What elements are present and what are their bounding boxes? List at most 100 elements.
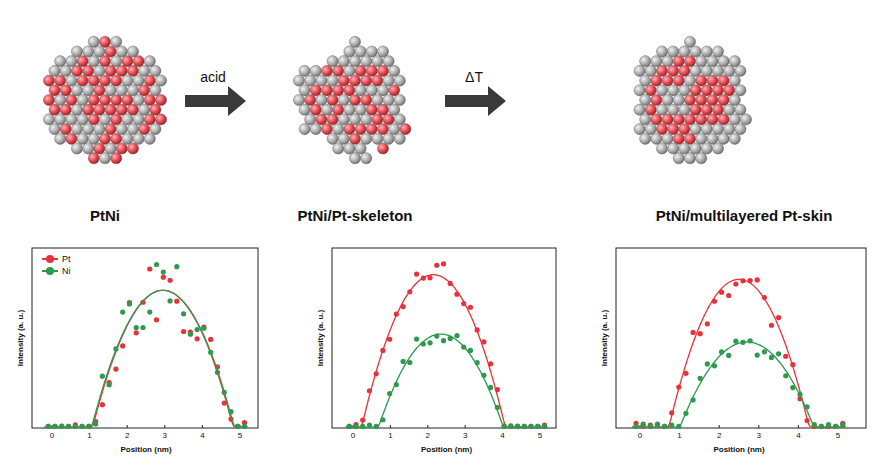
data-point bbox=[387, 391, 392, 396]
tick bbox=[798, 425, 799, 428]
atom bbox=[729, 114, 740, 125]
tick bbox=[427, 425, 428, 428]
atom bbox=[372, 56, 383, 67]
data-point bbox=[46, 424, 51, 429]
data-point bbox=[394, 382, 399, 387]
atom bbox=[712, 65, 723, 76]
atom bbox=[724, 104, 735, 115]
data-point bbox=[805, 418, 810, 423]
tick-label: 1 bbox=[677, 432, 681, 441]
data-point bbox=[208, 337, 213, 342]
atom bbox=[99, 133, 110, 144]
plot-frame bbox=[32, 248, 258, 428]
data-point bbox=[46, 424, 51, 429]
atom bbox=[696, 114, 707, 125]
atom bbox=[349, 133, 360, 144]
atom bbox=[673, 56, 684, 67]
data-point bbox=[161, 270, 166, 275]
atom bbox=[139, 85, 150, 96]
data-point bbox=[705, 361, 710, 366]
data-point bbox=[468, 305, 473, 310]
data-point bbox=[59, 424, 64, 429]
atom bbox=[127, 143, 138, 154]
atom bbox=[127, 65, 138, 76]
atom bbox=[383, 133, 394, 144]
tick bbox=[465, 425, 466, 428]
data-point bbox=[683, 371, 688, 376]
atom bbox=[99, 56, 110, 67]
atom bbox=[344, 85, 355, 96]
plot-frame bbox=[332, 248, 556, 428]
atom bbox=[327, 114, 338, 125]
atom bbox=[668, 46, 679, 57]
atom bbox=[634, 123, 645, 134]
atom bbox=[88, 114, 99, 125]
data-point bbox=[215, 370, 220, 375]
atom bbox=[372, 75, 383, 86]
data-point bbox=[380, 417, 385, 422]
atom bbox=[49, 65, 60, 76]
atom bbox=[139, 104, 150, 115]
data-point bbox=[712, 299, 717, 304]
data-point bbox=[360, 417, 365, 422]
fit-curve bbox=[346, 334, 548, 427]
data-point bbox=[127, 301, 132, 306]
data-point bbox=[427, 275, 432, 280]
data-point bbox=[669, 423, 674, 428]
atom bbox=[77, 133, 88, 144]
data-point bbox=[488, 385, 493, 390]
atom bbox=[333, 85, 344, 96]
data-point bbox=[819, 424, 824, 429]
atom bbox=[333, 104, 344, 115]
atom bbox=[366, 85, 377, 96]
data-point bbox=[812, 422, 817, 427]
data-point bbox=[805, 404, 810, 409]
atom bbox=[94, 85, 105, 96]
tick-label: 0 bbox=[638, 432, 642, 441]
atom bbox=[144, 114, 155, 125]
atom bbox=[88, 94, 99, 105]
atom bbox=[43, 75, 54, 86]
tick bbox=[127, 425, 128, 428]
data-point bbox=[421, 275, 426, 280]
data-point bbox=[740, 340, 745, 345]
tick bbox=[390, 425, 391, 428]
data-point bbox=[762, 295, 767, 300]
atom bbox=[344, 65, 355, 76]
atom bbox=[111, 56, 122, 67]
data-point bbox=[401, 304, 406, 309]
data-point bbox=[790, 362, 795, 367]
data-point bbox=[676, 424, 681, 429]
data-point bbox=[181, 329, 186, 334]
legend-text: Ni bbox=[62, 266, 71, 276]
atom bbox=[116, 143, 127, 154]
axis-title: Intensity (a. u.) bbox=[317, 310, 326, 366]
data-point bbox=[208, 350, 213, 355]
atom bbox=[383, 94, 394, 105]
data-point bbox=[167, 278, 172, 283]
atom bbox=[83, 123, 94, 134]
atom bbox=[49, 104, 60, 115]
data-point bbox=[461, 301, 466, 306]
atom bbox=[349, 153, 360, 164]
atom bbox=[299, 65, 310, 76]
data-point bbox=[669, 410, 674, 415]
atom bbox=[349, 114, 360, 125]
atom bbox=[701, 65, 712, 76]
atom bbox=[116, 104, 127, 115]
atom bbox=[344, 46, 355, 57]
data-point bbox=[228, 409, 233, 414]
atom bbox=[724, 123, 735, 134]
tick bbox=[202, 425, 203, 428]
atom bbox=[690, 65, 701, 76]
data-point bbox=[161, 275, 166, 280]
atom bbox=[43, 114, 54, 125]
tick-label: 3 bbox=[757, 432, 761, 441]
atom bbox=[673, 153, 684, 164]
data-point bbox=[641, 422, 646, 427]
legend-entry: Ni bbox=[42, 266, 71, 276]
atom bbox=[651, 114, 662, 125]
atom bbox=[645, 65, 656, 76]
atom bbox=[55, 114, 66, 125]
data-point bbox=[66, 424, 71, 429]
